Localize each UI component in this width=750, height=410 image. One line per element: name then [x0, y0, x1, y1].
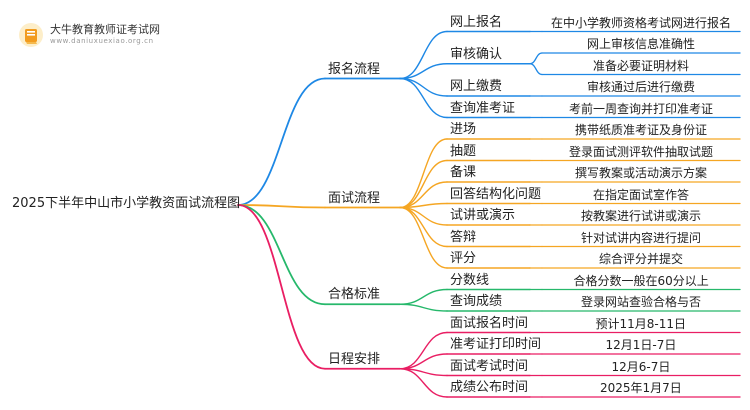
sub-node-1-0: 进场 [450, 122, 477, 137]
sub-node-2-0: 分数线 [450, 272, 490, 288]
leaf-node-0-1-0: 网上审核信息准确性 [587, 37, 696, 51]
sub-node-1-3: 回答结构化问题 [450, 186, 542, 202]
leaf-connector [529, 63, 543, 76]
branch-connector [237, 77, 326, 206]
branch-node-2: 合格标准 [328, 287, 381, 303]
leaf-node-2-1-0: 登录网站查验合格与否 [581, 295, 702, 309]
branch-connector [237, 204, 326, 370]
sub-node-3-2: 面试考试时间 [450, 358, 529, 374]
sub-node-0-1: 审核确认 [450, 46, 503, 62]
mindmap-root: 2025下半年中山市小学教资面试流程图 [12, 196, 241, 211]
sub-node-2-1: 查询成绩 [450, 294, 503, 309]
branch-node-1: 面试流程 [328, 190, 381, 206]
leaf-connector [529, 52, 543, 65]
leaf-node-1-2-0: 撰写教案或活动演示方案 [575, 166, 708, 180]
branch-node-0: 报名流程 [328, 61, 381, 77]
leaf-node-1-5-0: 针对试讲内容进行提问 [581, 230, 702, 245]
leaf-node-1-4-0: 按教案进行试讲或演示 [581, 209, 702, 223]
sub-connector [399, 303, 448, 312]
leaf-node-3-0-0: 预计11月8-11日 [595, 316, 687, 331]
leaf-node-2-0-0: 合格分数一般在60分以上 [573, 273, 709, 288]
sub-node-3-3: 成绩公布时间 [450, 380, 529, 395]
sub-connector [399, 138, 448, 209]
sub-node-1-6: 评分 [450, 251, 477, 266]
logo-subtitle: www.daniuxuexiao.org.cn [50, 37, 154, 45]
branch-node-3: 日程安排 [328, 351, 381, 367]
sub-node-3-0: 面试报名时间 [450, 315, 529, 331]
leaf-node-0-3-0: 考前一周查询并打印准考证 [569, 101, 714, 116]
site-logo: 大牛教育教师证考试网 www.daniuxuexiao.org.cn [18, 20, 178, 50]
sub-connector [399, 77, 448, 97]
sub-node-1-1: 抽题 [450, 143, 477, 159]
leaf-node-0-2-0: 审核通过后进行缴费 [587, 80, 696, 94]
sub-connector [399, 63, 448, 80]
sub-connector [399, 288, 448, 305]
sub-connector [399, 77, 448, 119]
leaf-node-1-1-0: 登录面试测评软件抽取试题 [569, 144, 714, 159]
leaf-node-0-0-0: 在中小学教师资格考试网进行报名 [551, 15, 732, 30]
leaf-node-3-3-0: 2025年1月7日 [600, 381, 682, 395]
sub-connector [399, 331, 448, 370]
book-badge-icon [19, 23, 43, 47]
leaf-node-3-1-0: 12月1日-7日 [605, 338, 677, 352]
leaf-node-1-3-0: 在指定面试室作答 [593, 187, 690, 202]
sub-node-0-0: 网上报名 [450, 14, 503, 30]
leaf-node-3-2-0: 12月6-7日 [611, 359, 671, 374]
sub-node-3-1: 准考证打印时间 [450, 337, 542, 352]
sub-connector [399, 206, 448, 248]
leaf-node-1-0-0: 携带纸质准考证及身份证 [575, 123, 708, 137]
sub-connector [399, 353, 448, 370]
sub-node-1-4: 试讲或演示 [450, 208, 516, 223]
sub-node-0-3: 查询准考证 [450, 100, 516, 116]
sub-connector [399, 30, 448, 80]
branch-connector [237, 204, 326, 306]
sub-connector [399, 206, 448, 269]
sub-connector [399, 368, 448, 398]
sub-node-1-2: 备课 [450, 165, 477, 180]
sub-node-1-5: 答辩 [450, 229, 477, 245]
branch-connector [237, 204, 326, 209]
sub-node-0-2: 网上缴费 [450, 79, 503, 94]
sub-connector [399, 159, 448, 209]
leaf-node-1-6-0: 综合评分并提交 [599, 252, 684, 266]
logo-title: 大牛教育教师证考试网 [50, 23, 160, 36]
leaf-node-0-1-1: 准备必要证明材料 [593, 58, 690, 73]
